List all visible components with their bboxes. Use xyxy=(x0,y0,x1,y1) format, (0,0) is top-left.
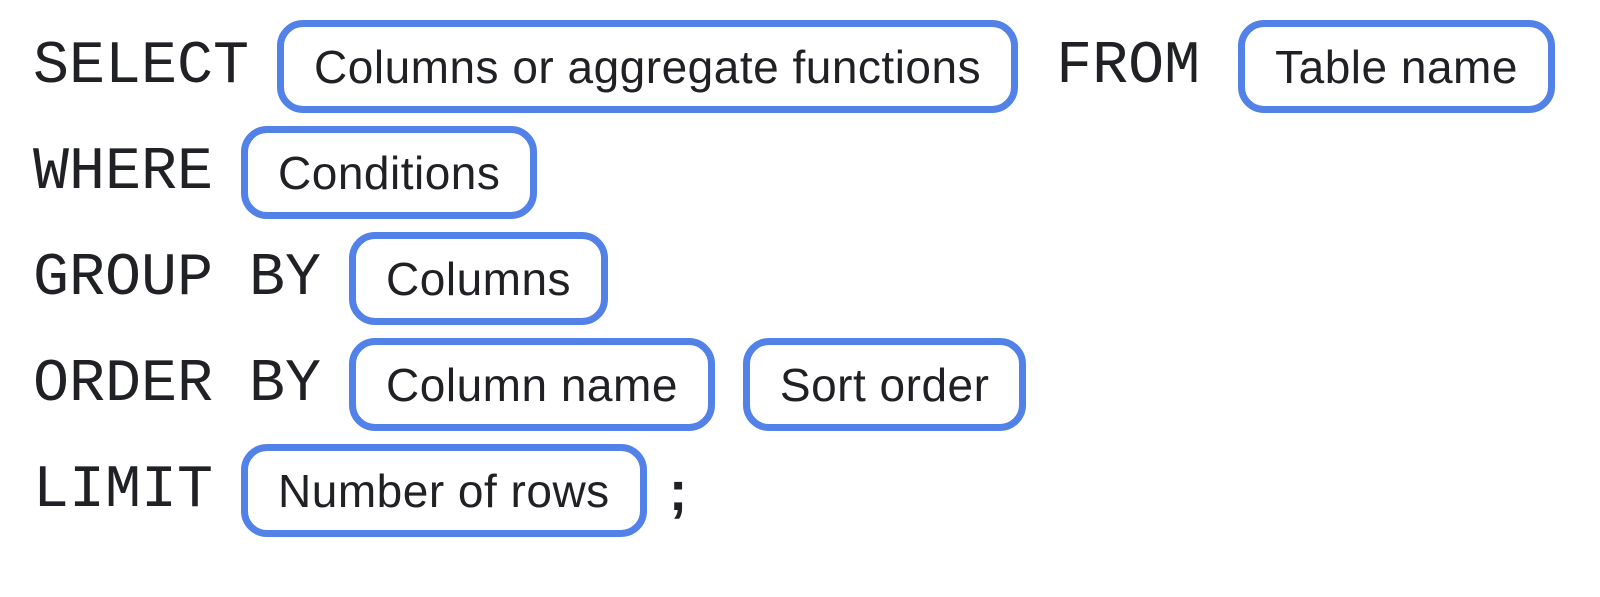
sql-keyword-where: WHERE xyxy=(33,138,214,207)
syntax-row-2: WHERE Conditions xyxy=(33,126,1600,219)
syntax-row-1: SELECT Columns or aggregate functions FROM… xyxy=(33,20,1600,113)
placeholder-box-conditions: Conditions xyxy=(241,126,538,219)
placeholder-box-columns-or-aggregate-functions: Columns or aggregate functions xyxy=(277,20,1019,113)
placeholder-box-number-of-rows: Number of rows xyxy=(241,444,647,537)
sql-keyword-group-by: GROUP BY xyxy=(33,244,322,313)
placeholder-box-table-name: Table name xyxy=(1238,20,1555,113)
placeholder-box-columns: Columns xyxy=(349,232,609,325)
sql-keyword-select: SELECT xyxy=(33,32,250,101)
syntax-row-3: GROUP BY Columns xyxy=(33,232,1600,325)
sql-keyword-from: FROM xyxy=(1056,32,1201,101)
statement-semicolon: ; xyxy=(668,458,688,522)
placeholder-box-sort-order: Sort order xyxy=(742,338,1027,431)
syntax-row-4: ORDER BY Column name Sort order xyxy=(33,338,1600,431)
syntax-row-5: LIMIT Number of rows; xyxy=(33,444,1600,537)
placeholder-box-column-name: Column name xyxy=(349,338,715,431)
sql-keyword-order-by: ORDER BY xyxy=(33,350,322,419)
sql-keyword-limit: LIMIT xyxy=(33,456,214,525)
